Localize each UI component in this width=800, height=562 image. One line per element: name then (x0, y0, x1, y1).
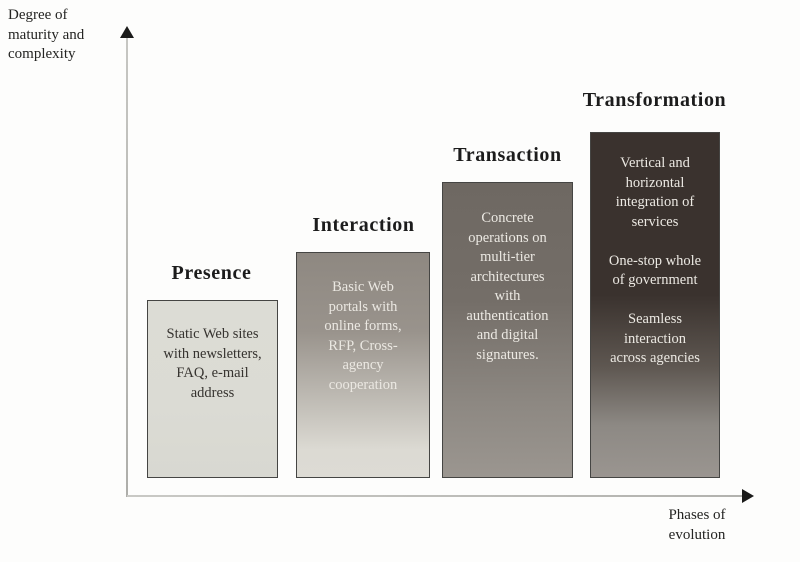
stage-box-presence: Static Web sites with newsletters, FAQ, … (147, 300, 278, 478)
stage-title-transaction: Transaction (453, 144, 562, 166)
y-axis-line (126, 37, 128, 497)
stage-title-interaction: Interaction (312, 214, 415, 236)
stage-title-transformation: Transformation (582, 89, 727, 111)
stage-box-interaction: Basic Web portals with online forms, RFP… (296, 252, 430, 478)
x-axis-label: Phases of evolution (668, 507, 726, 543)
y-axis-label: Degree of maturity and complexity (8, 7, 85, 62)
stage-title-presence: Presence (171, 262, 252, 284)
y-axis-arrowhead-icon (120, 26, 134, 38)
x-axis-arrowhead-icon (742, 489, 754, 503)
stage-box-transaction: Concrete operations on multi-tier archit… (442, 182, 573, 478)
stage-box-transformation: Vertical and horizontal integration of s… (590, 132, 720, 478)
x-axis-line (127, 495, 745, 497)
